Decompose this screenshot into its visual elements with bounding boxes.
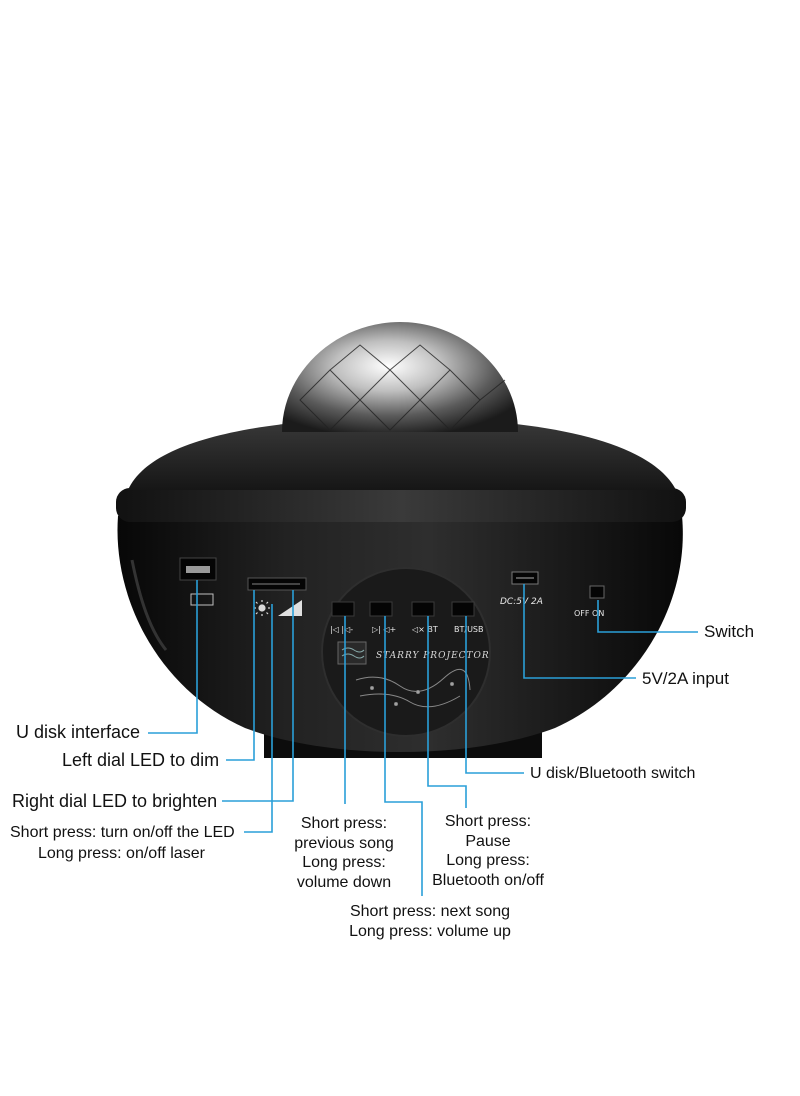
starry-projector: |◁ |◁- ▷| ◁+ ◁× BT BT/USB STARRY PROJECT… — [116, 322, 686, 758]
callout-switch — [597, 600, 698, 633]
callout-pause — [427, 616, 467, 808]
label-next-line-2: Long press: volume up — [349, 922, 511, 940]
callout-u-disk-bt-switch — [465, 616, 524, 774]
button-label-mode: BT/USB — [454, 625, 484, 634]
label-pause-line-2: Pause — [465, 832, 511, 850]
power-switch[interactable] — [589, 585, 605, 599]
control-panel — [321, 567, 491, 737]
callout-u-disk-interface — [148, 580, 198, 734]
label-previous-line-4: volume down — [296, 873, 392, 891]
label-previous: Short press: previous song Long press: v… — [284, 814, 404, 892]
usb-port-inner — [186, 566, 210, 573]
label-previous-line-3: Long press: — [302, 854, 386, 871]
dc-power-label: DC:5V 2A — [500, 597, 543, 607]
bluetooth-speaker-badge — [337, 641, 367, 665]
button-mode[interactable] — [451, 601, 475, 617]
constellation-art — [355, 668, 471, 708]
brightness-ramp-icon — [278, 600, 302, 616]
label-next: Short press: next song Long press: volum… — [330, 902, 530, 941]
label-next-line-1: Short press: next song — [349, 903, 511, 920]
brand-text: STARRY PROJECTOR — [376, 651, 490, 661]
label-u-disk-bt-switch: U disk/Bluetooth switch — [530, 765, 696, 782]
label-pause: Short press: Pause Long press: Bluetooth… — [418, 812, 558, 890]
button-label-next: ▷| ◁+ — [372, 625, 396, 634]
label-5v-input: 5V/2A input — [642, 669, 729, 688]
label-right-dial: Right dial LED to brighten — [12, 791, 218, 811]
callout-led-button — [244, 604, 273, 833]
label-led-button-short: Short press: turn on/off the LED — [10, 824, 235, 841]
crystal-dome — [282, 322, 518, 432]
button-label-previous: |◁ |◁- — [330, 625, 353, 634]
label-pause-line-3: Long press: — [446, 852, 530, 869]
device-rim — [116, 488, 686, 522]
callout-next — [384, 616, 423, 896]
callout-lines — [148, 580, 698, 896]
callout-left-dial — [226, 590, 255, 761]
side-grille — [130, 559, 168, 651]
switch-state-label: OFF ON — [574, 609, 604, 618]
button-next[interactable] — [369, 601, 393, 617]
label-switch: Switch — [704, 622, 755, 641]
device-cap — [128, 418, 676, 490]
label-pause-line-4: Bluetooth on/off — [432, 871, 544, 889]
callout-right-dial — [222, 590, 294, 802]
callout-5v-input — [523, 584, 636, 679]
button-pause[interactable] — [411, 601, 435, 617]
button-label-pause: ◁× BT — [411, 625, 438, 634]
label-previous-line-1: Short press: — [300, 815, 388, 832]
label-pause-line-1: Short press: — [444, 813, 532, 830]
label-previous-line-2: previous song — [294, 834, 394, 852]
label-u-disk-interface: U disk interface — [16, 722, 141, 742]
label-left-dial: Left dial LED to dim — [62, 750, 220, 770]
dome-facets — [299, 344, 506, 431]
button-previous[interactable] — [331, 601, 355, 617]
label-led-button-long: Long press: on/off laser — [38, 845, 205, 862]
usb-label-icon — [190, 593, 214, 606]
